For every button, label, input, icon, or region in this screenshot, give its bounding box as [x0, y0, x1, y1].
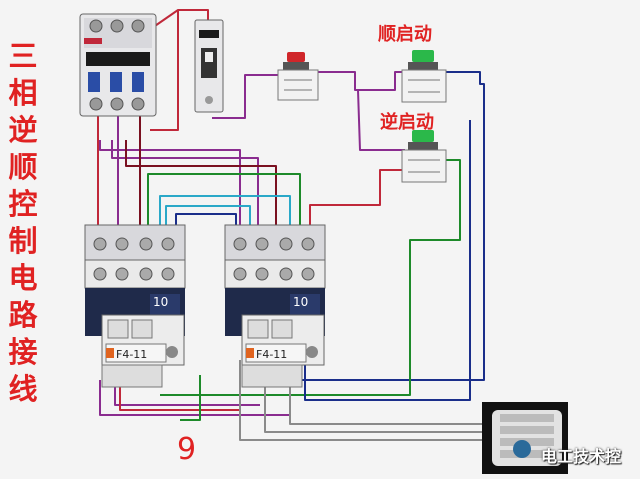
- wire-forward-blue: [300, 71, 485, 381]
- wire-reverse-red: [309, 169, 420, 225]
- wire-right-blue: [304, 120, 471, 401]
- contactor-left: [84, 224, 186, 388]
- wire-reverse-green: [160, 159, 461, 396]
- watermark-logo-icon: [513, 440, 531, 458]
- wire-feed-red: [150, 9, 179, 131]
- title-char: 顺: [8, 150, 38, 184]
- wire-bus-green: [147, 173, 301, 230]
- reverse-start-button: [401, 130, 447, 183]
- title-char: 控: [8, 187, 38, 221]
- control-fuse-breaker: [194, 19, 224, 113]
- wire-bus-purple-1: [99, 140, 241, 230]
- vertical-title: 三 相 逆 顺 控 制 电 路 接 线: [6, 38, 40, 408]
- contactor-right: [224, 224, 326, 388]
- title-char: 制: [8, 224, 38, 258]
- wire-right-green: [180, 375, 201, 421]
- wire-fuse-top: [178, 9, 209, 20]
- contactor-left-relay-model: F4-11: [116, 348, 147, 361]
- stop-button: [277, 52, 319, 101]
- main-circuit-breaker: [79, 13, 157, 117]
- forward-start-button: [401, 50, 447, 103]
- watermark-text: 电工技术控: [541, 447, 622, 466]
- reverse-start-label: 逆启动: [380, 112, 434, 133]
- wire-fuse-stop: [212, 74, 278, 119]
- contactor-right-relay-model: F4-11: [256, 348, 287, 361]
- wire-bus-cyan-1: [159, 195, 291, 230]
- title-char: 相: [8, 76, 38, 110]
- wire-bus-cyan-2: [165, 205, 251, 230]
- title-char: 路: [8, 298, 38, 332]
- title-char: 线: [8, 372, 38, 406]
- wire-bus-purple-2: [111, 140, 259, 230]
- wire-stop-forward: [318, 71, 405, 91]
- title-char: 逆: [8, 113, 38, 147]
- forward-start-label: 顺启动: [378, 24, 432, 45]
- wire-stop-reverse: [357, 89, 405, 151]
- wire-bus-darkred: [125, 140, 277, 230]
- wire-motor-1: [239, 360, 488, 441]
- figure-number: 9: [177, 432, 197, 467]
- title-char: 接: [8, 335, 38, 369]
- contactor-right-rating: 10: [293, 295, 308, 309]
- contactor-left-rating: 10: [153, 295, 168, 309]
- title-char: 三: [8, 39, 38, 73]
- wire-bus-blue: [175, 213, 237, 230]
- title-char: 电: [8, 261, 38, 295]
- three-phase-motor: [482, 402, 568, 474]
- wire-bottom-purple-2: [114, 380, 260, 406]
